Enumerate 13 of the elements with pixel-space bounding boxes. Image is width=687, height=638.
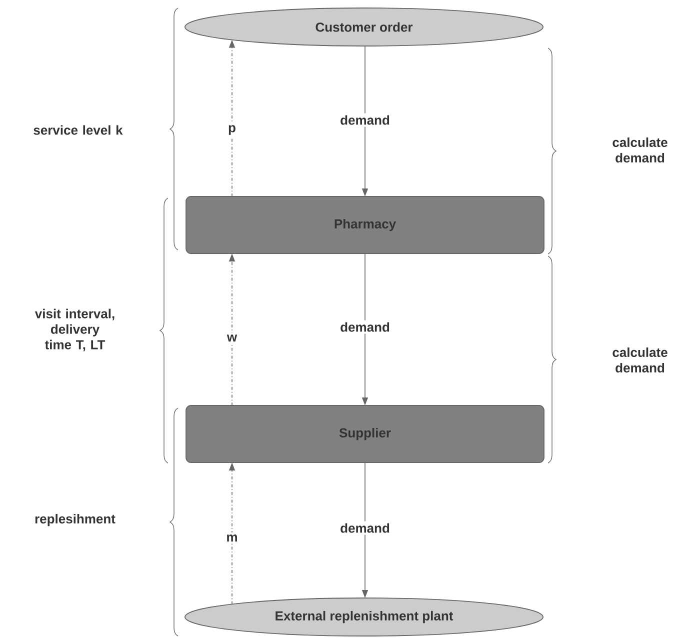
edge-label: w (224, 332, 240, 344)
edge-label: demand (338, 521, 392, 535)
edge-label: demand (338, 113, 392, 127)
process-box: Pharmacy (186, 196, 544, 254)
edge-label: p (226, 123, 238, 137)
brace-label: calculate demand (612, 347, 668, 373)
edge-label: m (224, 532, 240, 544)
brace-label: replesihment (35, 514, 116, 526)
process-box: Supplier (186, 405, 544, 463)
edge-label: demand (338, 320, 392, 334)
brace-label: calculate demand (612, 137, 668, 163)
brace-label: service level k (34, 125, 123, 135)
brace-label: visit interval, delivery time T, LT (34, 308, 114, 352)
